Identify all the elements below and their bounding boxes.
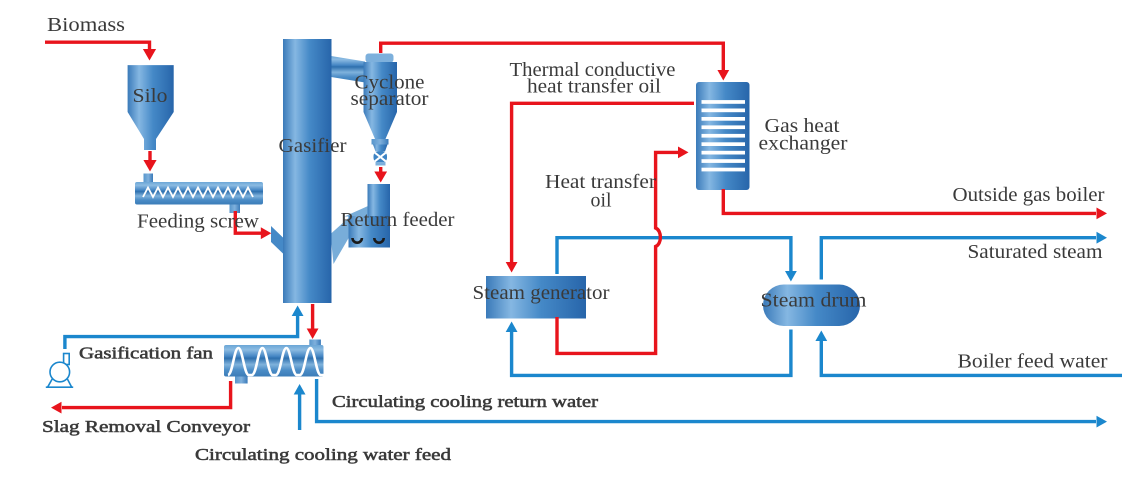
svg-text:Circulating cooling water feed: Circulating cooling water feed	[195, 445, 452, 464]
svg-text:Gas heat: Gas heat	[765, 115, 840, 137]
svg-text:Gasification fan: Gasification fan	[79, 344, 214, 363]
svg-text:Silo: Silo	[133, 85, 168, 107]
svg-text:oil: oil	[591, 190, 612, 212]
svg-text:Biomass: Biomass	[47, 14, 125, 36]
svg-text:Saturated steam: Saturated steam	[968, 241, 1103, 263]
svg-text:Boiler feed water: Boiler feed water	[958, 351, 1108, 373]
svg-text:Outside gas boiler: Outside gas boiler	[953, 184, 1105, 206]
svg-text:Circulating cooling return wat: Circulating cooling return water	[332, 392, 598, 411]
svg-text:Slag Removal Conveyor: Slag Removal Conveyor	[42, 417, 250, 436]
svg-text:heat transfer oil: heat transfer oil	[527, 76, 661, 98]
svg-text:Return feeder: Return feeder	[341, 209, 455, 231]
svg-text:Thermal conductive: Thermal conductive	[510, 59, 676, 81]
svg-text:Heat transfer: Heat transfer	[545, 171, 656, 193]
svg-text:exchanger: exchanger	[759, 133, 848, 155]
svg-text:Feeding screw: Feeding screw	[137, 211, 259, 233]
svg-text:Cyclone: Cyclone	[355, 72, 425, 94]
svg-text:Gasifier: Gasifier	[279, 135, 347, 157]
svg-text:Steam drum: Steam drum	[761, 290, 867, 312]
svg-text:Steam generator: Steam generator	[473, 282, 610, 304]
svg-text:separator: separator	[351, 88, 429, 110]
